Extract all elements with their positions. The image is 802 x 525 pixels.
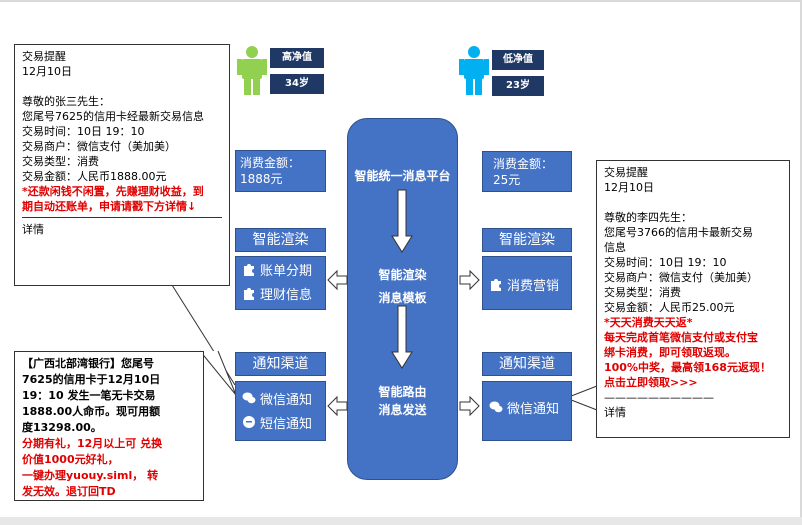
card-divider: —————————— <box>604 391 714 404</box>
right-amount-box: 消费金额： 25元 <box>482 151 572 192</box>
left-channel-title: 通知渠道 <box>235 352 326 376</box>
amount-label: 消费金额： <box>493 157 554 171</box>
route-label-1: 智能路由 <box>378 385 427 399</box>
channel-item-label: 微信通知 <box>507 401 560 417</box>
channel-item-wechat: 微信通知 <box>483 395 571 419</box>
message-platform: 智能统一消息平台 智能渲染 消息模板 智能路由 消息发送 <box>347 118 458 480</box>
sms-line-4: 1888.00人命币。现可用额 <box>22 405 161 418</box>
sms-line-2: 7625的信用卡于12月10日 <box>22 373 161 386</box>
right-render-list: 消费营销 <box>482 256 572 310</box>
sms-promo-2: 价值1000元好礼， <box>22 453 119 466</box>
right-sms-card: 交易提醒 12月10日 尊敬的李四先生： 您尾号3766的信用卡最新交易 信息 … <box>596 160 790 438</box>
left-arrow-icon <box>327 395 348 417</box>
template-label-1: 智能渲染 <box>378 268 427 282</box>
card-amount: 交易金额：人民币1888.00元 <box>22 170 167 183</box>
left-render-title: 智能渲染 <box>235 228 326 252</box>
right-arrow-icon <box>459 269 480 291</box>
person-icon-low-value <box>459 46 489 95</box>
template-label-2: 消息模板 <box>378 291 427 305</box>
card-line1: 您尾号3766的信用卡最新交易 <box>604 226 753 239</box>
card-promo-2: 每天完成首笔微信支付或支付宝 <box>604 331 758 344</box>
wechat-icon <box>242 392 256 404</box>
render-item-installment: 账单分期 <box>236 257 325 281</box>
card-greeting: 尊敬的张三先生： <box>22 95 110 108</box>
left-channel-list: 微信通知 短信通知 <box>235 381 326 441</box>
render-item-label: 理财信息 <box>260 287 313 303</box>
render-item-marketing: 消费营销 <box>483 272 571 296</box>
puzzle-icon <box>491 279 501 291</box>
channel-item-label: 微信通知 <box>260 392 313 408</box>
sms-promo-4: 发无效。退订回TD <box>22 485 116 498</box>
card-line1: 您尾号7625的信用卡经最新交易信息 <box>22 110 204 123</box>
card-greeting: 尊敬的李四先生： <box>604 211 692 224</box>
bottom-strip <box>0 517 802 525</box>
card-type: 交易类型：消费 <box>604 286 681 299</box>
render-item-label: 消费营销 <box>507 278 560 294</box>
right-channel-title: 通知渠道 <box>482 352 572 376</box>
channel-item-sms: 短信通知 <box>236 410 325 434</box>
card-time: 交易时间：10日 19：10 <box>604 256 727 269</box>
card-promo-2: 期自动还账单，申请请戳下方详情↓ <box>22 200 197 213</box>
channel-item-label: 短信通知 <box>260 416 313 432</box>
card-title: 交易提醒 <box>604 166 648 179</box>
sms-promo-1: 分期有礼，12月以上可 兑换 <box>22 437 163 450</box>
card-title: 交易提醒 <box>22 50 66 63</box>
amount-value: 1888元 <box>240 172 283 186</box>
card-promo-1: *天天消费天天返* <box>604 316 693 329</box>
route-label-2: 消息发送 <box>378 403 427 417</box>
details-link[interactable]: 详情 <box>22 223 44 236</box>
card-promo-4: 100%中奖，最高领168元返现！ <box>604 361 771 374</box>
render-item-label: 账单分期 <box>260 263 313 279</box>
card-time: 交易时间：10日 19：10 <box>22 125 145 138</box>
card-promo-3: 绑卡消费，即可领取返现。 <box>604 346 736 359</box>
right-render-title: 智能渲染 <box>482 228 572 252</box>
wechat-icon <box>489 401 503 413</box>
right-channel-list: 微信通知 <box>482 381 572 441</box>
left-arrow-icon <box>327 269 348 291</box>
card-promo-1: *还款闲钱不闲置，先赚理财收益，到 <box>22 185 204 198</box>
sms-line-3: 19：10 发生一笔无卡交易 <box>22 389 156 402</box>
sms-line-1: 【广西北部湾银行】您尾号 <box>22 357 154 370</box>
down-arrow-icon <box>391 305 413 369</box>
card-merchant: 交易商户：微信支付（美加美） <box>22 140 176 153</box>
tag-high-net-worth: 高净值 <box>270 48 324 68</box>
down-arrow-icon <box>391 189 413 253</box>
person-icon-high-value <box>237 46 267 95</box>
amount-value: 25元 <box>493 173 521 187</box>
details-link[interactable]: 详情 <box>604 406 626 419</box>
message-icon <box>243 416 255 428</box>
tag-age-23: 23岁 <box>492 76 544 96</box>
left-amount-box: 消费金额： 1888元 <box>235 150 326 192</box>
tag-low-net-worth: 低净值 <box>492 50 544 70</box>
card-amount: 交易金额：人民币25.00元 <box>604 301 735 314</box>
amount-label: 消费金额： <box>240 156 301 170</box>
right-border <box>800 0 802 525</box>
top-border <box>0 0 802 2</box>
tag-age-34: 34岁 <box>270 74 324 94</box>
render-item-finance: 理财信息 <box>236 281 325 305</box>
card-type: 交易类型：消费 <box>22 155 99 168</box>
puzzle-icon <box>244 264 254 276</box>
left-sms-card: 交易提醒 12月10日 尊敬的张三先生： 您尾号7625的信用卡经最新交易信息 … <box>14 44 230 286</box>
card-line2: 信息 <box>604 241 626 254</box>
channel-item-wechat: 微信通知 <box>236 386 325 410</box>
card-date: 12月10日 <box>22 65 72 78</box>
sms-line-5: 度13298.00。 <box>22 421 102 434</box>
left-sms-text: 【广西北部湾银行】您尾号 7625的信用卡于12月10日 19：10 发生一笔无… <box>14 351 204 501</box>
platform-title: 智能统一消息平台 <box>354 169 451 183</box>
card-merchant: 交易商户：微信支付（美加美） <box>604 271 758 284</box>
puzzle-icon <box>244 288 254 300</box>
left-render-list: 账单分期 理财信息 <box>235 256 326 310</box>
sms-promo-3: 一键办理yuouy.siml， 转 <box>22 469 159 482</box>
card-date: 12月10日 <box>604 181 654 194</box>
right-arrow-icon <box>459 395 480 417</box>
card-promo-5: 点击立即领取>>> <box>604 376 698 389</box>
